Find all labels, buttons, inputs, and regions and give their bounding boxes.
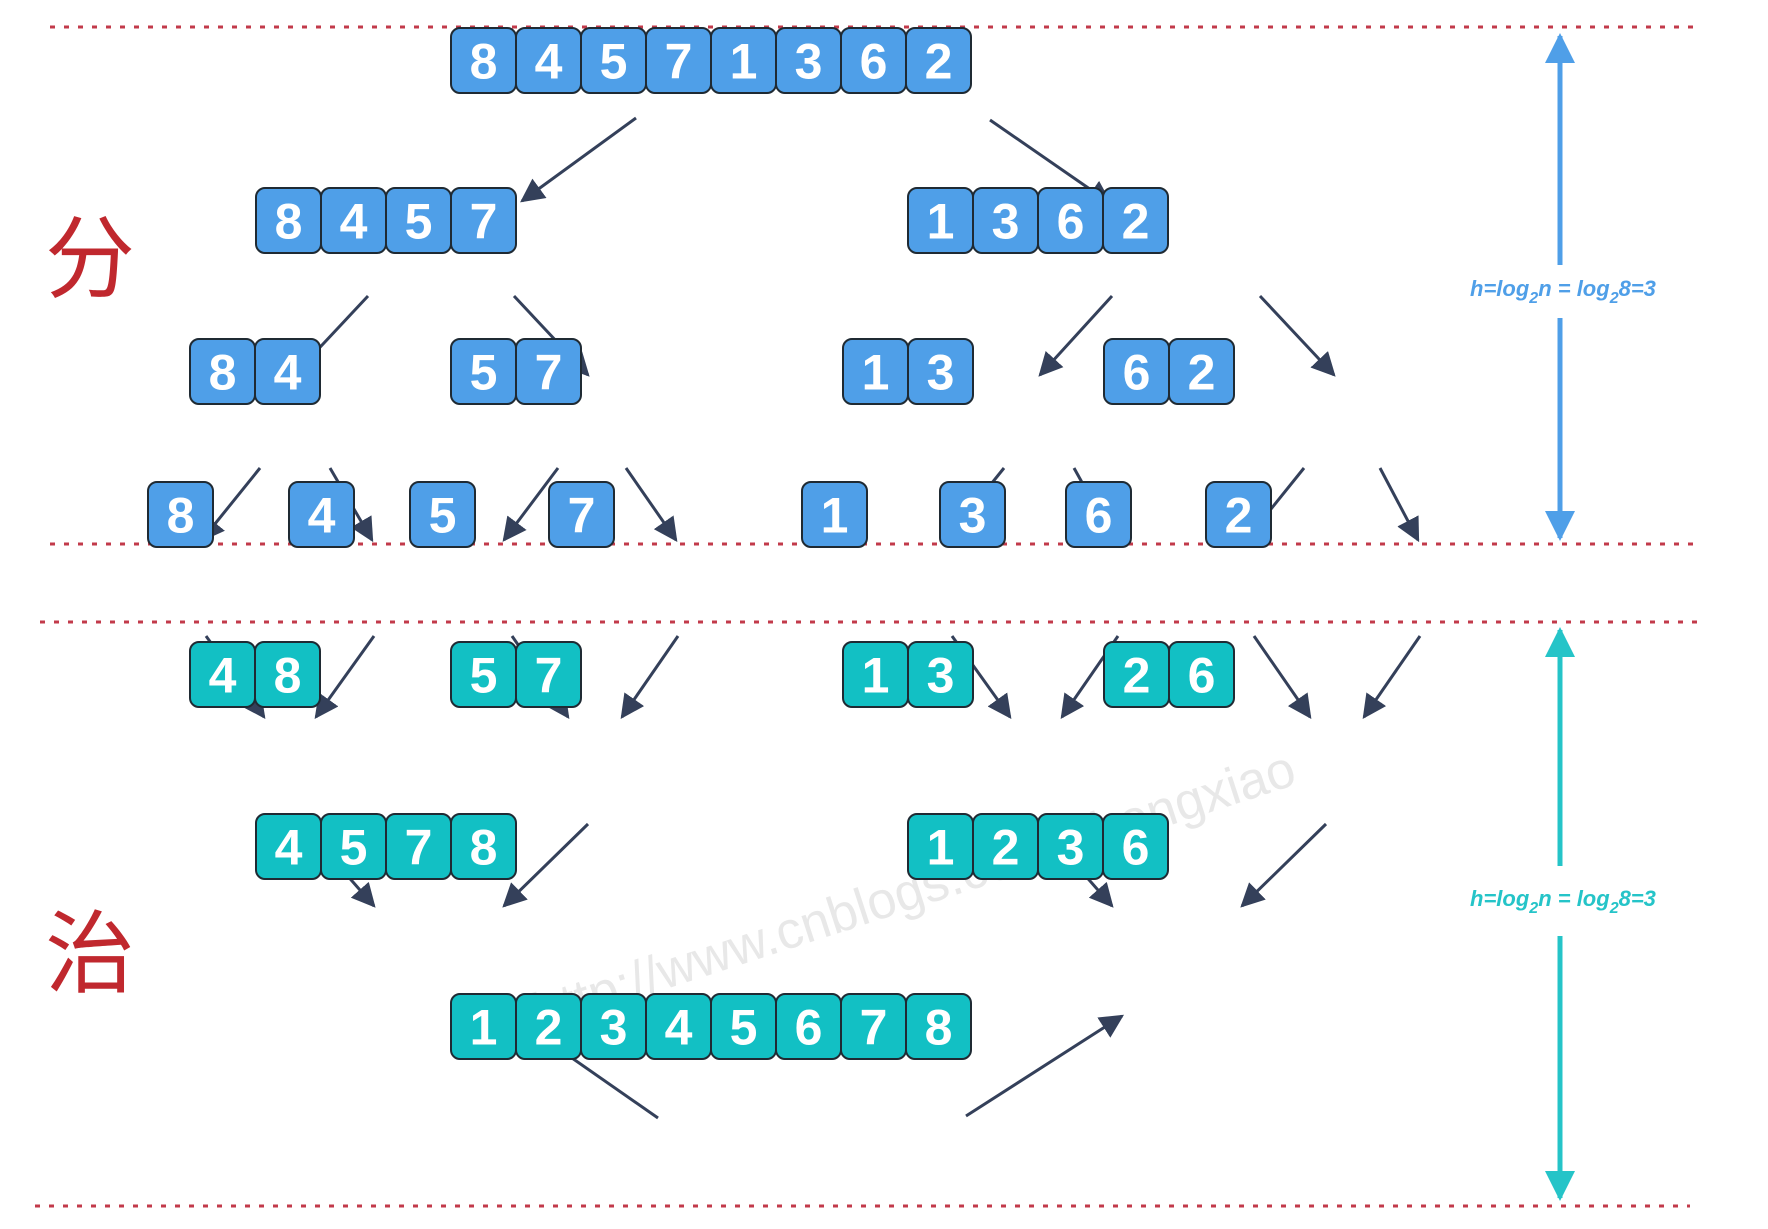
array-cell-value: 7 (470, 194, 498, 250)
array-cell-value: 5 (429, 488, 457, 544)
array-cell-value: 8 (209, 345, 237, 401)
array-cell-value: 4 (308, 488, 336, 544)
array-cell (907, 641, 974, 708)
array-cell-value: 3 (959, 488, 987, 544)
array-cell-value: 5 (405, 194, 433, 250)
array-cell-value: 6 (1085, 488, 1113, 544)
array-cell-value: 1 (862, 345, 890, 401)
arrow (1378, 467, 1420, 543)
array-cell-value: 7 (535, 345, 563, 401)
array-cell-value: 8 (275, 194, 303, 250)
array-cell-value: 5 (340, 820, 368, 876)
array-cell (450, 187, 517, 254)
array-cell-value: 7 (860, 1000, 888, 1056)
array-cell (905, 993, 972, 1060)
array-cell-value: 2 (992, 820, 1020, 876)
arrow (1258, 294, 1336, 377)
array-cell (1102, 187, 1169, 254)
array-cell-value: 1 (821, 488, 849, 544)
array-cell (409, 481, 476, 548)
array-cell-value: 7 (665, 34, 693, 90)
array-cell-value: 8 (274, 648, 302, 704)
arrow (314, 635, 376, 719)
array-cell (939, 481, 1006, 548)
array-cell-value: 6 (1188, 648, 1216, 704)
array-cell-value: 8 (470, 820, 498, 876)
array-cell-value: 7 (535, 648, 563, 704)
arrow (620, 635, 680, 719)
arrow (1240, 822, 1328, 908)
array-cell-value: 3 (927, 345, 955, 401)
array-cell-value: 3 (600, 1000, 628, 1056)
array-cell-value: 8 (470, 34, 498, 90)
array-cell-value: 7 (405, 820, 433, 876)
array-cell (1065, 481, 1132, 548)
array-cell (1168, 338, 1235, 405)
array-cell-value: 2 (1225, 488, 1253, 544)
array-cell-value: 2 (925, 34, 953, 90)
array-cell-value: 4 (340, 194, 368, 250)
array-cell (254, 641, 321, 708)
array-cell-value: 6 (1122, 820, 1150, 876)
array-cell-value: 4 (535, 34, 563, 90)
arrow (502, 822, 590, 908)
array-cell-value: 5 (730, 1000, 758, 1056)
array-cell (1102, 813, 1169, 880)
array-cell (905, 27, 972, 94)
arrow (520, 116, 637, 203)
array-cell (254, 338, 321, 405)
array-cell-value: 3 (927, 648, 955, 704)
array-cell-value: 4 (275, 820, 303, 876)
array-cell (450, 813, 517, 880)
conquer-height-formula: h=log2n = log28=3 (1470, 886, 1656, 917)
array-cell-value: 8 (167, 488, 195, 544)
array-cell-value: 4 (274, 345, 302, 401)
array-cell (1205, 481, 1272, 548)
array-cell-value: 6 (860, 34, 888, 90)
array-cell-value: 6 (795, 1000, 823, 1056)
arrow (624, 467, 678, 542)
array-cell-value: 3 (795, 34, 823, 90)
array-cell-value: 2 (535, 1000, 563, 1056)
divide-label: 分 (45, 207, 135, 312)
array-cell-value: 2 (1123, 648, 1151, 704)
array-cell-value: 1 (927, 820, 955, 876)
array-cell-value: 8 (925, 1000, 953, 1056)
array-cell-value: 4 (209, 648, 237, 704)
array-cell-value: 5 (470, 648, 498, 704)
array-cell (1168, 641, 1235, 708)
array-cell (907, 338, 974, 405)
array-cell-value: 1 (470, 1000, 498, 1056)
arrow (1362, 635, 1422, 719)
arrow (1252, 635, 1312, 719)
array-cell (515, 641, 582, 708)
array-cell-value: 4 (665, 1000, 693, 1056)
conquer-label: 治 (45, 902, 135, 1007)
divide-height-formula: h=log2n = log28=3 (1470, 276, 1656, 307)
array-cell (288, 481, 355, 548)
array-cell-value: 3 (1057, 820, 1085, 876)
arrow (965, 1014, 1125, 1118)
array-cell-value: 1 (927, 194, 955, 250)
array-cell-value: 5 (470, 345, 498, 401)
array-cell (515, 338, 582, 405)
array-cell (801, 481, 868, 548)
arrow (502, 467, 560, 542)
arrow (1038, 294, 1114, 377)
array-cell-value: 5 (600, 34, 628, 90)
array-cell-value: 6 (1057, 194, 1085, 250)
array-cell-value: 2 (1188, 345, 1216, 401)
array-cell-value: 1 (862, 648, 890, 704)
connector-arrows (200, 116, 1422, 1120)
array-cell-value: 6 (1123, 345, 1151, 401)
array-cell-value: 1 (730, 34, 758, 90)
array-cell (548, 481, 615, 548)
array-cell-value: 7 (568, 488, 596, 544)
array-cell-value: 2 (1122, 194, 1150, 250)
array-cell (147, 481, 214, 548)
array-cell-value: 3 (992, 194, 1020, 250)
